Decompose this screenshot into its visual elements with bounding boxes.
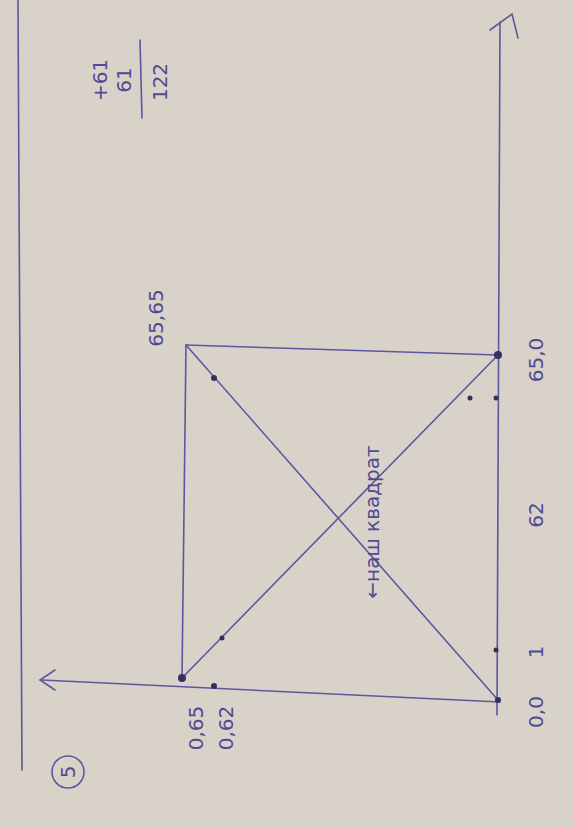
note-text: ←наш квадрат [362,445,382,598]
point-label: 0,0 [526,696,546,728]
circled-number: 5 [58,766,78,779]
sum-term: 61 [114,67,134,92]
sum-term: +61 [90,59,110,101]
point-label: 65,65 [146,289,166,346]
point-label: 0,62 [216,706,236,751]
sum-result: 122 [150,63,170,101]
point-label: 0,65 [186,706,206,751]
point-label: 65,0 [526,338,546,383]
point-label: 62 [526,502,546,527]
tick-label: 1 [526,646,546,659]
